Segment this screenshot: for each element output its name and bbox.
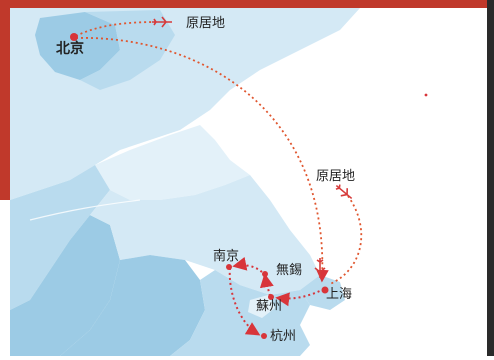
city-marker-icon <box>262 271 268 277</box>
frame-top-border <box>0 0 494 8</box>
city-marker-icon <box>70 33 78 41</box>
airplane-icon <box>335 184 353 200</box>
label-beijing: 北京 <box>56 41 84 57</box>
airplane-icon <box>152 16 172 28</box>
land-hebei <box>80 10 175 90</box>
stray-dot <box>424 93 428 97</box>
land-lake <box>248 295 275 318</box>
city-marker-icon <box>268 294 274 300</box>
land-jiangsu <box>90 175 320 295</box>
label-origin-east: 原居地 <box>316 169 356 184</box>
route-nanjing-hangzhou <box>228 267 261 336</box>
frame-right-border <box>487 0 494 356</box>
route-wuxi-nanjing <box>232 256 263 273</box>
route-beijing-shanghai <box>75 37 329 283</box>
route-suzhou-wuxi <box>259 273 274 297</box>
city-marker-icon <box>226 264 232 270</box>
river <box>29 199 141 221</box>
land-shanghai <box>300 275 345 310</box>
label-shanghai: 上海 <box>326 287 353 302</box>
label-suzhou: 蘇州 <box>256 299 283 314</box>
airplane-icon <box>314 258 326 278</box>
land-anhui <box>60 255 205 356</box>
route-beijing-north <box>75 21 159 37</box>
land-west <box>10 165 110 310</box>
label-nanjing: 南京 <box>213 249 240 264</box>
label-hangzhou: 杭州 <box>270 329 297 344</box>
label-origin-north: 原居地 <box>186 16 226 31</box>
city-marker-icon <box>321 286 329 294</box>
city-marker-icon <box>261 333 267 339</box>
frame-left-border <box>0 0 10 200</box>
label-wuxi: 無錫 <box>276 263 303 278</box>
land-beijing-region <box>35 12 120 80</box>
land-shandong <box>95 125 250 200</box>
land-henan <box>10 215 120 356</box>
